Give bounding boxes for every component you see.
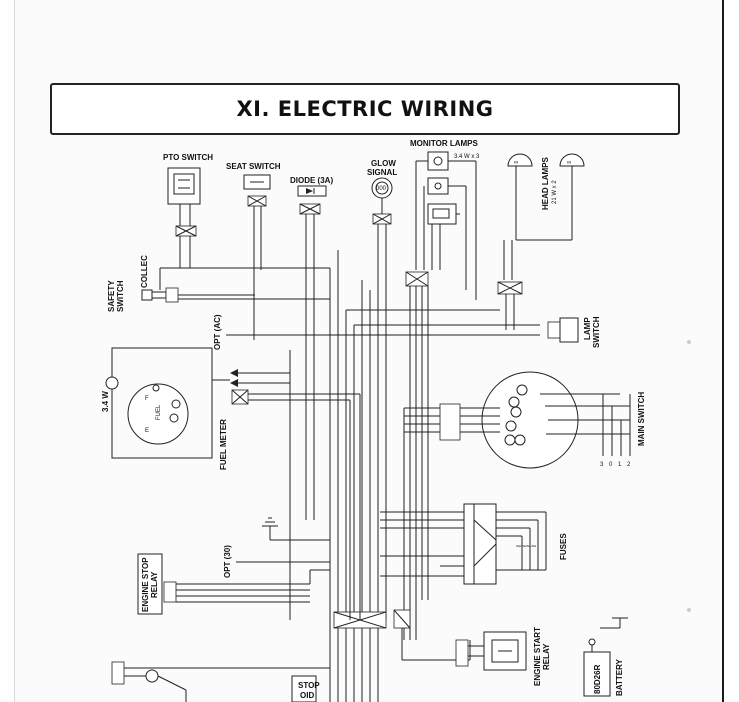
- central-connector: [329, 609, 470, 702]
- fuel-meter-label: FUEL METER: [219, 419, 228, 470]
- pto-switch: PTO SWITCH: [163, 153, 213, 268]
- safety-switch: COLLEC SAFETY SWITCH: [107, 255, 330, 312]
- battery-label: BATTERY: [615, 658, 624, 696]
- svg-text:∞: ∞: [567, 160, 571, 166]
- safety-switch-label-2: SWITCH: [116, 280, 125, 312]
- engine-stop-relay-label-2: RELAY: [150, 571, 159, 598]
- engine-stop-relay-label-1: ENGINE STOP: [141, 557, 150, 612]
- head-lamps-label: HEAD LAMPS: [541, 156, 550, 210]
- head-lamps-rating: 21 W x 2: [552, 180, 558, 204]
- svg-text:FUEL: FUEL: [156, 404, 162, 420]
- engine-start-relay: ENGINE START RELAY: [455, 627, 551, 686]
- diode-label: DIODE (3A): [290, 176, 333, 185]
- section-title: XI. ELECTRIC WIRING: [236, 97, 494, 121]
- page-right-edge: [722, 0, 739, 702]
- monitor-lamps: MONITOR LAMPS 3.4 W x 3: [405, 139, 480, 640]
- fuses-label: FUSES: [559, 533, 568, 560]
- stop-solenoid-label-1: STOP: [298, 681, 320, 690]
- svg-text:∾∾∾∾: ∾∾∾∾: [516, 544, 536, 550]
- main-switch: 3 0 1 2 MAIN SWITCH: [403, 371, 646, 640]
- seat-switch: SEAT SWITCH: [226, 162, 281, 270]
- monitor-lamps-rating: 3.4 W x 3: [454, 154, 480, 160]
- fuel-meter: 3.4 W F E FUEL FUEL METER: [101, 347, 360, 620]
- pto-switch-label: PTO SWITCH: [163, 153, 213, 162]
- opt-30-label: OPT (30): [223, 545, 232, 578]
- battery: 80D26R BATTERY: [583, 617, 628, 697]
- engine-start-relay-label-1: ENGINE START: [533, 627, 542, 686]
- engine-stop-relay: ENGINE STOP RELAY: [137, 553, 330, 615]
- bottom-left-component: [111, 661, 330, 702]
- glow-gauge-value: 000: [376, 186, 387, 192]
- safety-switch-label-1: SAFETY: [107, 280, 116, 312]
- lamp-switch: LAMP SWITCH: [547, 316, 601, 348]
- opt-ac: OPT (AC): [213, 314, 540, 620]
- main-switch-terminal-0: 0: [609, 462, 613, 468]
- main-switch-terminal-2: 2: [627, 462, 631, 468]
- glow-signal-label-1: GLOW: [371, 159, 396, 168]
- battery-model: 80D26R: [593, 664, 602, 694]
- glow-signal: GLOW SIGNAL 000: [367, 159, 397, 620]
- monitor-lamps-label: MONITOR LAMPS: [410, 139, 479, 148]
- fuel-meter-rating: 3.4 W: [101, 391, 110, 412]
- seat-switch-label: SEAT SWITCH: [226, 162, 281, 171]
- main-switch-terminal-1: 1: [618, 462, 622, 468]
- lamp-switch-label-1: LAMP: [583, 317, 592, 340]
- lamp-switch-label-2: SWITCH: [592, 316, 601, 348]
- fuses: ∾∾∾∾ FUSES: [262, 503, 568, 585]
- glow-signal-label-2: SIGNAL: [367, 168, 397, 177]
- fuel-scale-e: E: [145, 428, 149, 434]
- main-switch-label: MAIN SWITCH: [637, 392, 646, 446]
- engine-start-relay-label-2: RELAY: [542, 643, 551, 670]
- diode: DIODE (3A): [290, 176, 333, 520]
- opt-ac-label: OPT (AC): [213, 314, 222, 350]
- page-left-margin: [0, 0, 15, 702]
- main-switch-terminal-3: 3: [600, 462, 604, 468]
- stop-solenoid-label-2: OID: [300, 691, 314, 700]
- stop-solenoid: STOP OID: [291, 675, 320, 702]
- svg-text:∞: ∞: [514, 160, 518, 166]
- section-title-box: XI. ELECTRIC WIRING: [50, 83, 680, 135]
- fuel-scale-f: F: [145, 396, 149, 402]
- collec-label: COLLEC: [140, 255, 149, 288]
- head-lamps: ∞ ∞ HEAD LAMPS 21 W x 2: [497, 153, 585, 330]
- opt-30: OPT (30): [223, 545, 330, 578]
